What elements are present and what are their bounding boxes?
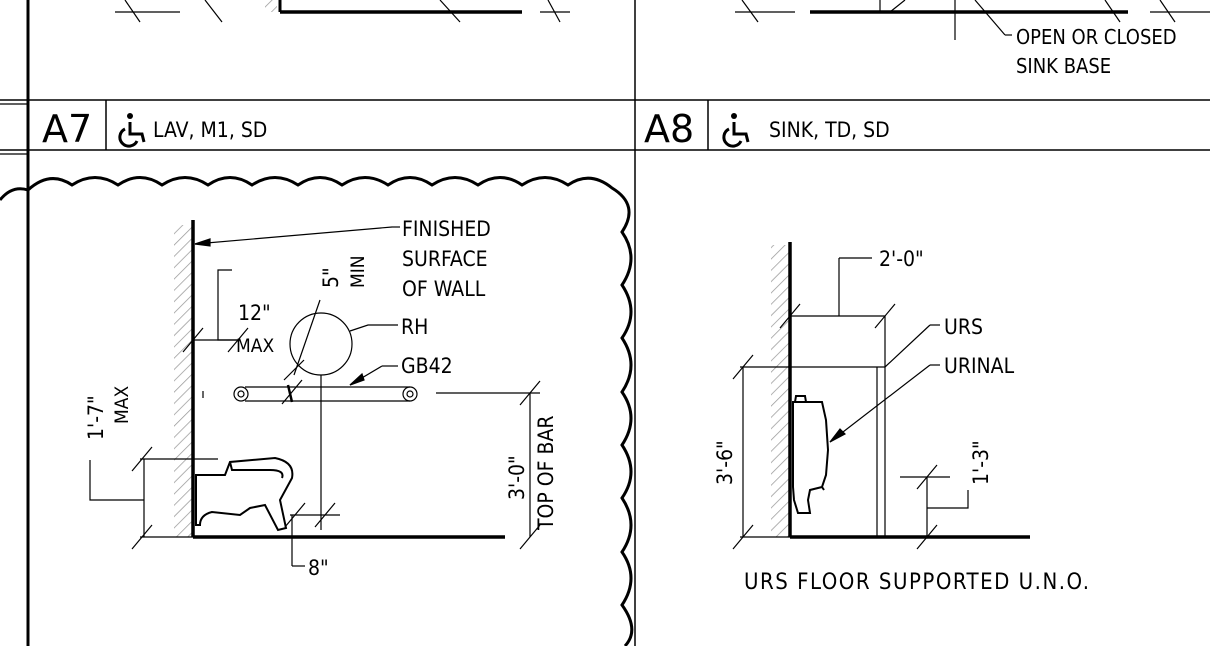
- dim-1ft7-max: MAX: [111, 386, 133, 424]
- top-of-bar-label: TOP OF BAR: [534, 415, 558, 531]
- sink-base-note-line2: SINK BASE: [1016, 54, 1111, 78]
- dim-3ft0: 3'-0": [505, 455, 529, 500]
- dim-2ft0: 2'-0": [879, 247, 924, 271]
- rh-label: RH: [401, 315, 428, 339]
- finished-surface-line1: FINISHED: [402, 217, 491, 241]
- dim-1ft7: 1'-7": [84, 395, 108, 440]
- dim-12in-max: MAX: [236, 335, 274, 357]
- accessibility-icon: [722, 113, 750, 148]
- top-right-remnant: [735, 0, 1210, 40]
- gb42-label: GB42: [401, 354, 453, 378]
- urs-label: URS: [944, 315, 983, 339]
- toilet-fixture: [195, 456, 294, 532]
- urinal-label: URINAL: [944, 354, 1015, 378]
- dim-5in: 5": [319, 267, 343, 288]
- dim-min: MIN: [347, 255, 369, 288]
- dim-12in: 12": [238, 301, 271, 325]
- urinal-fixture: [792, 395, 830, 514]
- finished-surface-line3: OF WALL: [402, 277, 486, 301]
- a7-id: A7: [42, 107, 92, 151]
- a7-title: LAV, M1, SD: [153, 118, 267, 142]
- a8-caption: URS FLOOR SUPPORTED U.N.O.: [744, 570, 1091, 595]
- accessibility-icon: [118, 113, 146, 148]
- a7-detail-number: A7: [42, 107, 92, 151]
- dim-8in: 8": [308, 556, 329, 580]
- a8-wall-and-floor: [771, 242, 1030, 539]
- revision-cloud: [0, 176, 634, 646]
- a7-leaders: [89, 226, 541, 567]
- top-left-remnant: [115, 0, 570, 23]
- a8-id: A8: [644, 107, 694, 151]
- sink-base-note-line1: OPEN OR CLOSED: [1016, 25, 1177, 49]
- finished-surface-line2: SURFACE: [402, 247, 488, 271]
- a8-title: SINK, TD, SD: [769, 118, 890, 142]
- dim-3ft6: 3'-6": [713, 440, 737, 485]
- a8-lines: [732, 257, 969, 550]
- dim-1ft3: 1'-3": [969, 440, 993, 485]
